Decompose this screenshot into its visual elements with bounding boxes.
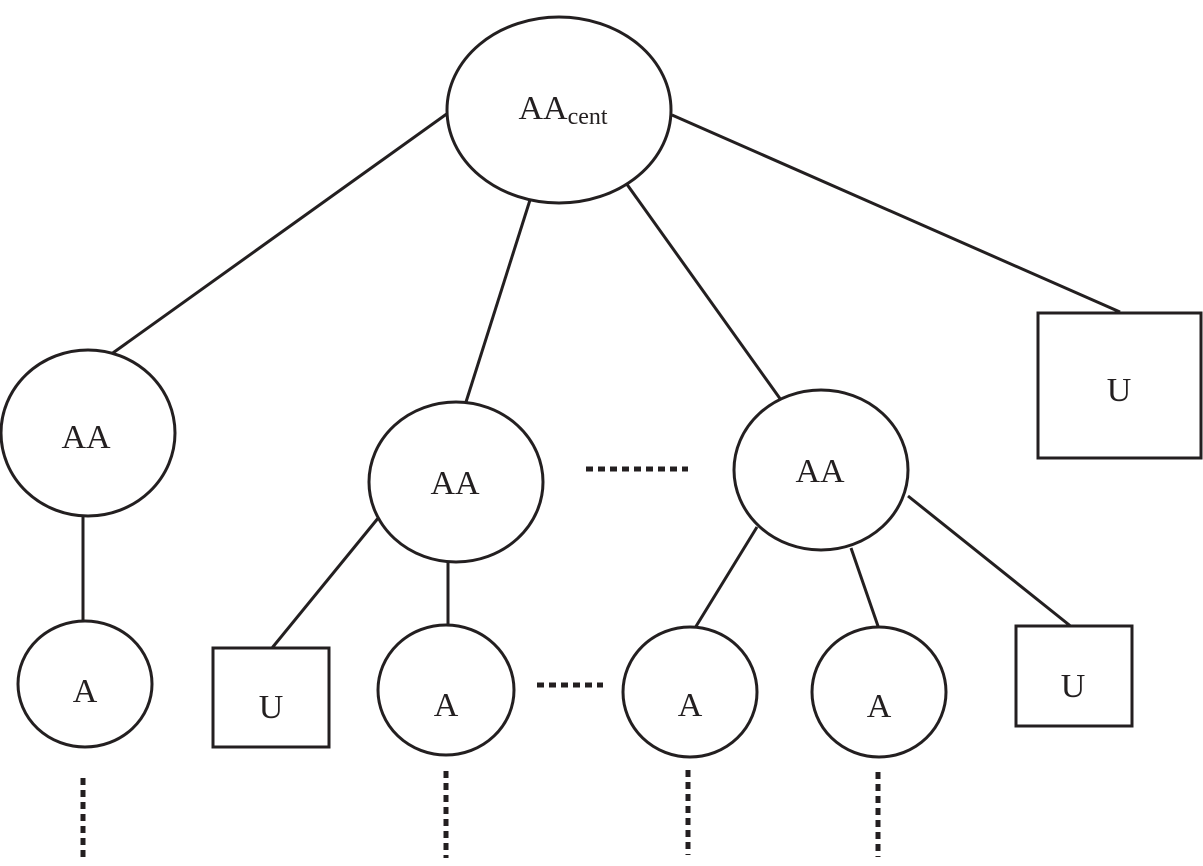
- label-a-right-1: A: [678, 687, 703, 724]
- edge-aa-mid-u: [270, 516, 381, 649]
- node-u-bottom-right: [1014, 624, 1134, 728]
- node-a-right-1: [621, 625, 759, 759]
- edge-aa-right-a2: [849, 547, 881, 630]
- root-label-main: AA: [518, 90, 568, 127]
- label-aa-mid: AA: [430, 465, 480, 502]
- node-aa-right: [732, 388, 910, 552]
- root-label: AAcent: [518, 90, 607, 130]
- edge-root-aa-left: [109, 111, 449, 357]
- label-u-top: U: [1107, 372, 1132, 409]
- label-aa-right: AA: [795, 453, 845, 490]
- node-aa-left: [0, 348, 177, 518]
- root-label-subscript: cent: [568, 104, 608, 130]
- label-a-far-left: A: [73, 673, 98, 710]
- label-aa-left: AA: [61, 419, 111, 456]
- node-a-right-2: [810, 625, 948, 759]
- label-a-right-2: A: [867, 688, 892, 725]
- edge-root-u-top: [671, 113, 1121, 314]
- node-root-aa-cent: [445, 15, 673, 205]
- node-u-bottom-left: [211, 646, 331, 749]
- label-u-bottom-left: U: [259, 689, 284, 726]
- node-a-far-left: [16, 619, 154, 749]
- node-u-top: [1036, 311, 1203, 460]
- node-aa-mid: [367, 400, 545, 564]
- edge-aa-right-a1: [693, 526, 759, 629]
- node-a-mid: [376, 623, 516, 757]
- edge-root-aa-right: [624, 182, 783, 401]
- edge-root-aa-mid: [464, 199, 532, 403]
- label-u-bottom-right: U: [1061, 668, 1086, 705]
- label-a-mid: A: [434, 687, 459, 724]
- edge-aa-right-u: [907, 494, 1074, 630]
